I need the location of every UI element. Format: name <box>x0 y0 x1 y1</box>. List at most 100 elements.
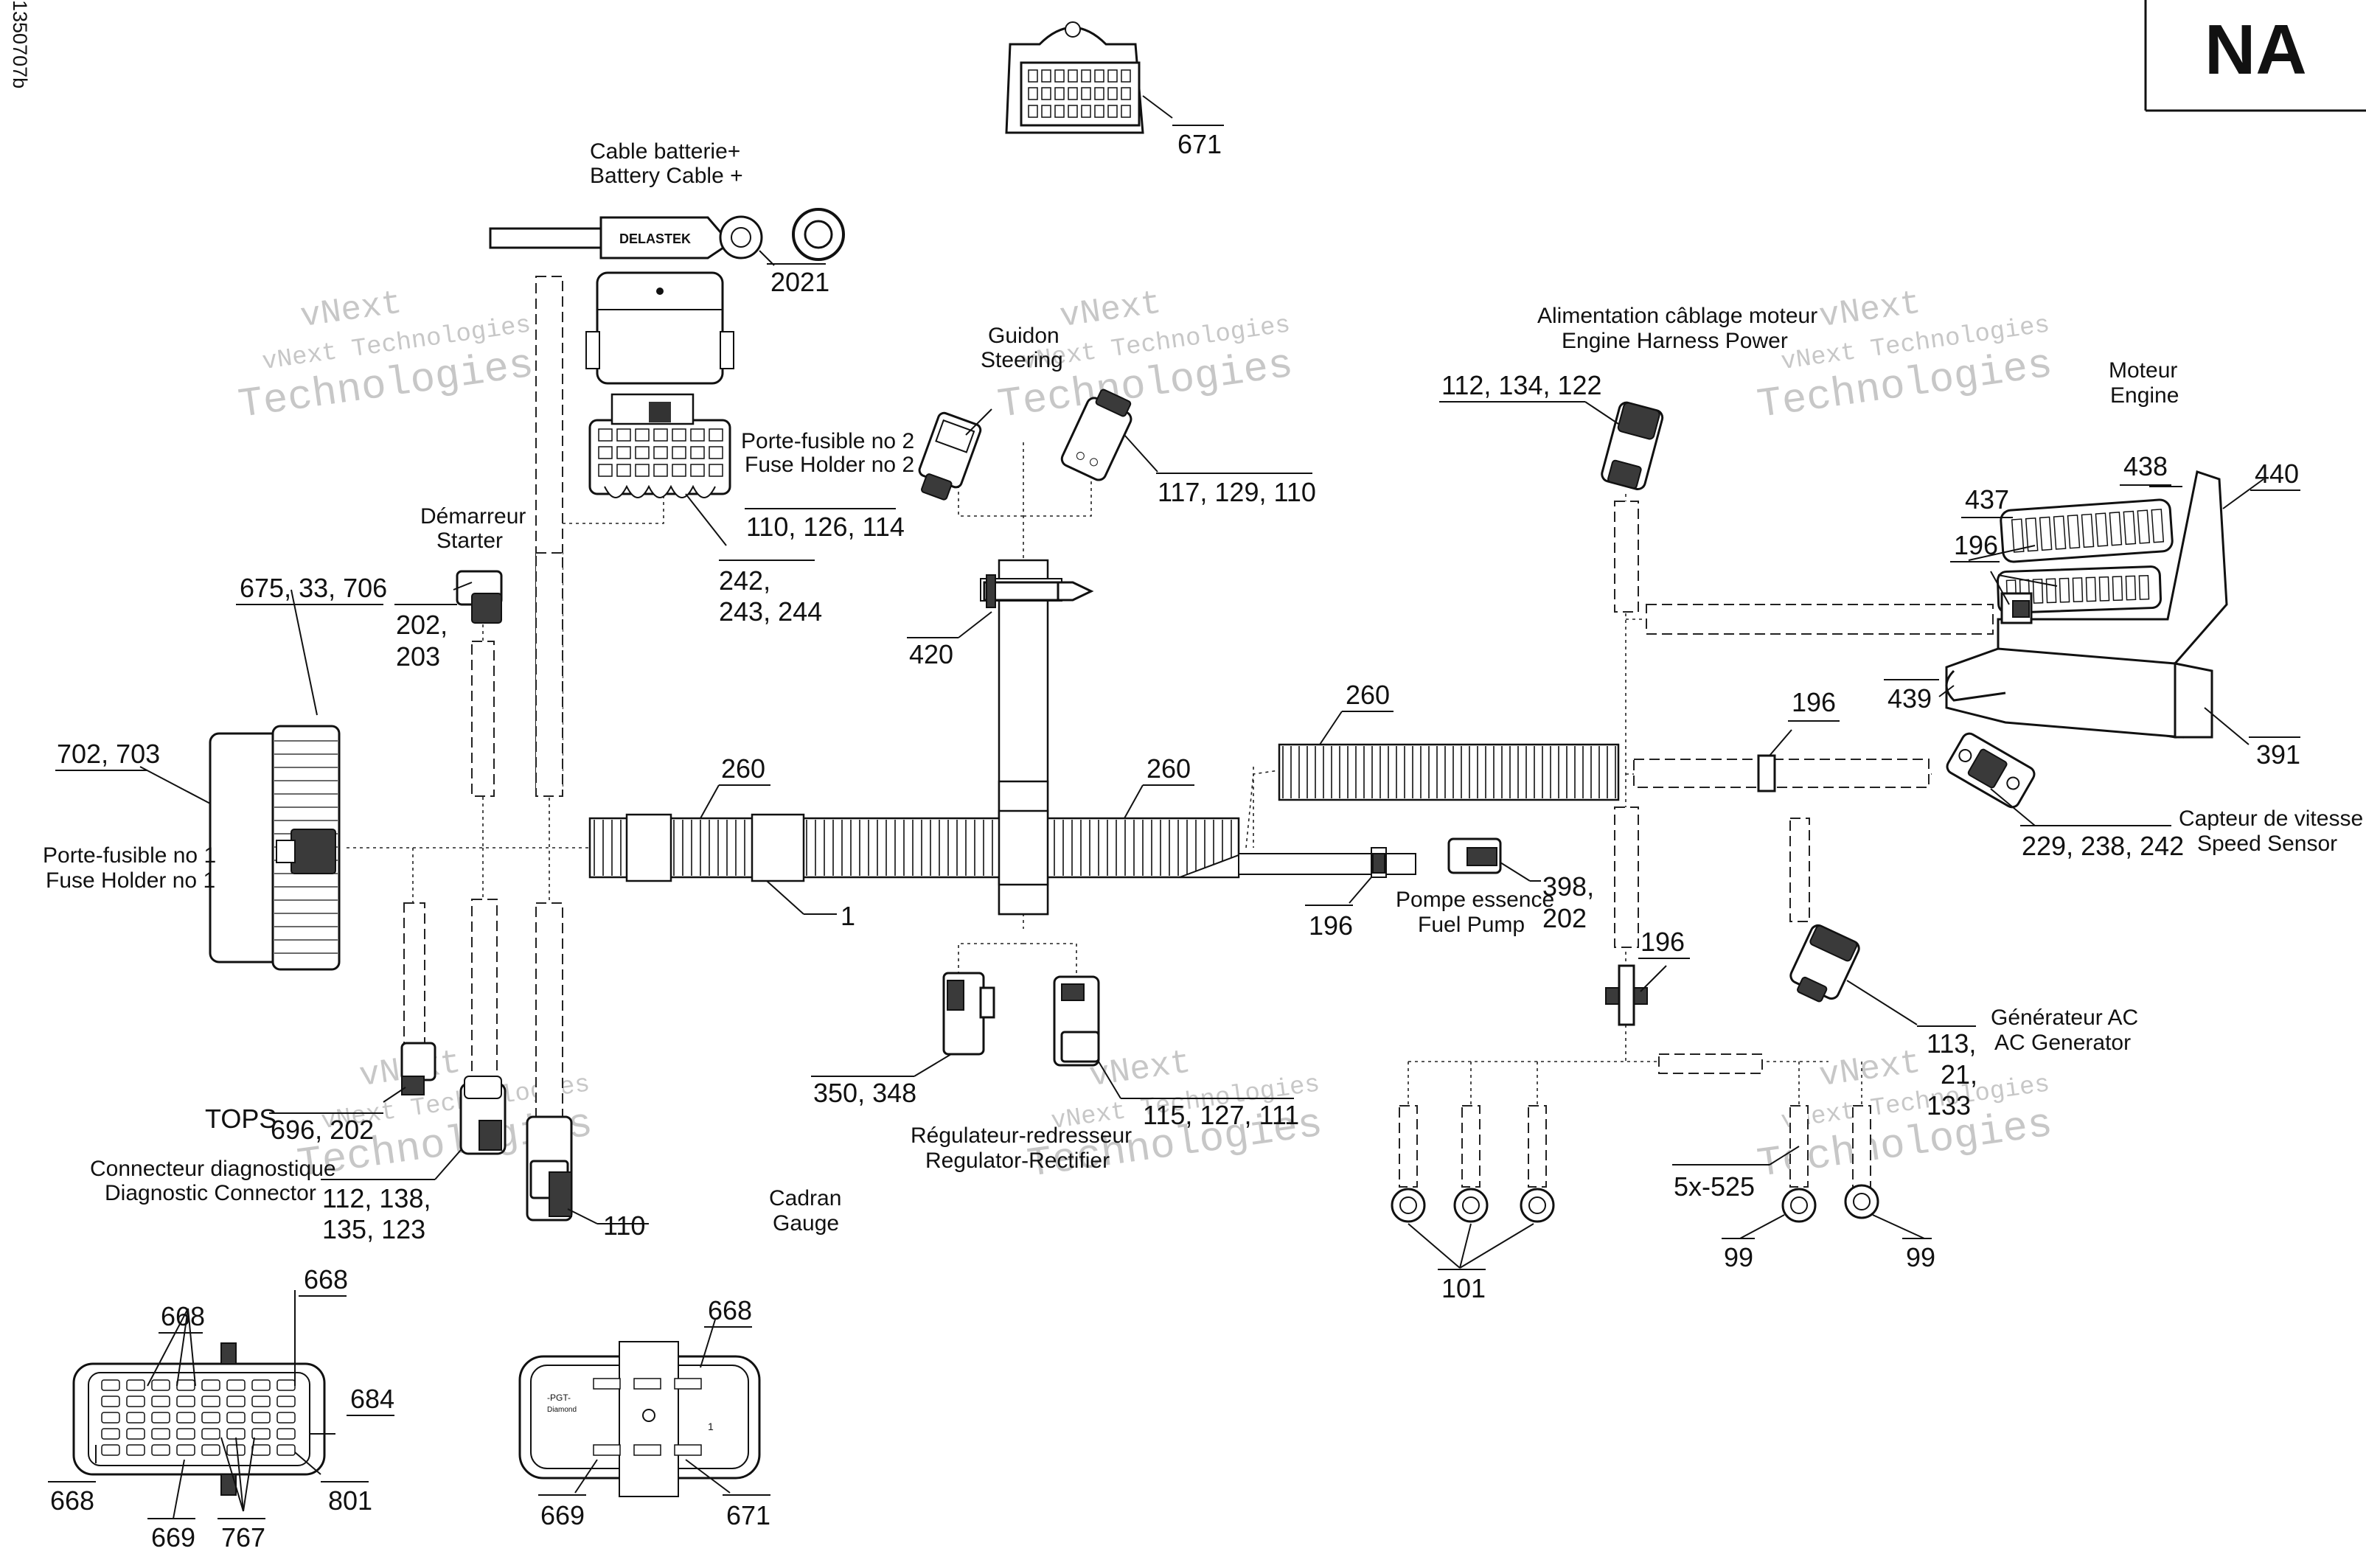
connector-pin <box>2081 513 2095 548</box>
label-fuse-holder1-fr: Porte-fusible no 1 <box>43 843 216 868</box>
part-391: 391 <box>2256 739 2300 770</box>
label-ac-gen-fr: Générateur AC <box>1991 1006 2138 1030</box>
regulator-connector-right <box>1053 975 1121 1099</box>
ring-terminals-99 <box>1739 1184 1925 1239</box>
fuse-slot <box>709 464 723 477</box>
label-steering-fr: Guidon <box>988 324 1060 348</box>
connector-cavity <box>176 1412 195 1424</box>
connector-pin <box>2053 515 2067 550</box>
part-437: 437 <box>1965 484 2009 515</box>
connector-cavity <box>151 1395 170 1407</box>
connector-cavity <box>201 1379 220 1391</box>
label-diag-en: Diagnostic Connector <box>105 1181 316 1205</box>
fuse-slot <box>635 446 650 459</box>
connector-pin <box>1054 105 1065 118</box>
connector-cavity <box>201 1395 220 1407</box>
connector-pin <box>2137 509 2151 544</box>
fuse-slot <box>672 464 686 477</box>
part-767: 767 <box>221 1522 265 1553</box>
connector-pin <box>1121 105 1131 118</box>
connector-cavity <box>176 1428 195 1440</box>
connector-cavity <box>276 1379 296 1391</box>
part-668-b: 668 <box>304 1264 348 1295</box>
connector-pin <box>2032 578 2044 604</box>
connector-cavity <box>276 1412 296 1424</box>
fuse-slot <box>672 428 686 442</box>
fuse-slot <box>635 428 650 442</box>
part-99-b: 99 <box>1906 1242 1935 1272</box>
fuse-slot <box>709 446 723 459</box>
connector-cavity <box>151 1412 170 1424</box>
connector-pin <box>1054 69 1065 83</box>
connector-pin <box>1068 87 1078 100</box>
connector-pin <box>2098 576 2110 602</box>
connector-pin <box>2072 577 2084 603</box>
connector-pin <box>2011 518 2025 553</box>
part-671-bottom: 671 <box>726 1500 770 1530</box>
pgt-print-2: Diamond <box>547 1406 577 1414</box>
connector-pin <box>1094 87 1104 100</box>
corrugated-conduit-left <box>588 809 1240 886</box>
part-668-a: 668 <box>161 1301 205 1331</box>
connector-cavity <box>101 1444 120 1456</box>
connector-cavity <box>251 1379 271 1391</box>
label-fuel-pump-en: Fuel Pump <box>1418 913 1525 937</box>
connector-cavity <box>151 1428 170 1440</box>
connector-pin <box>2025 517 2039 552</box>
fuse-slot <box>653 428 668 442</box>
label-engine-power-fr: Alimentation câblage moteur <box>1537 304 1817 328</box>
connector-pin <box>2067 515 2081 549</box>
part-260-b: 260 <box>1147 753 1191 784</box>
corrugated-conduit-right <box>1245 743 1620 849</box>
connector-cavity <box>126 1428 145 1440</box>
connector-cavity <box>251 1412 271 1424</box>
delastek-print: DELASTEK <box>619 231 691 246</box>
connector-cavity <box>151 1444 170 1456</box>
part-numbers: 671 2021 110, 126, 114 117, 129, 110 112… <box>48 125 2300 1553</box>
connector-pin <box>1041 105 1051 118</box>
part-112-134-122: 112, 134, 122 <box>1441 370 1602 400</box>
clip-196-low <box>1605 964 1667 1026</box>
connector-pin <box>1081 105 1091 118</box>
part-260-c: 260 <box>1346 680 1390 710</box>
part-439: 439 <box>1887 683 1932 714</box>
connector-cavity <box>593 1444 621 1456</box>
part-135-123: 135, 123 <box>322 1214 425 1244</box>
connector-pin <box>1094 69 1104 83</box>
label-starter-fr: Démarreur <box>420 504 526 529</box>
fuse-holder-2 <box>588 393 731 546</box>
part-350-348: 350, 348 <box>813 1078 916 1108</box>
connector-pin <box>2125 575 2137 601</box>
ring-terminals-101 <box>1391 1188 1555 1269</box>
connector-pin <box>1028 69 1038 83</box>
connector-cavity <box>251 1444 271 1456</box>
engine-module <box>1938 470 2264 745</box>
clip-420 <box>958 574 1094 638</box>
label-speed-sensor-en: Speed Sensor <box>2197 832 2337 856</box>
part-702-703: 702, 703 <box>57 739 160 769</box>
battery-cable: DELASTEK <box>489 208 845 266</box>
connector-cavity <box>101 1412 120 1424</box>
label-steering-en: Steering <box>981 348 1063 372</box>
detail-connector-ecu <box>72 1290 335 1519</box>
label-battery-cable-fr: Cable batterie+ <box>590 139 740 164</box>
part-669-b: 669 <box>540 1500 585 1530</box>
part-196-mid: 196 <box>1792 687 1836 717</box>
connector-cavity <box>101 1379 120 1391</box>
ring-terminal-hole <box>1399 1196 1417 1214</box>
connector-cavity <box>151 1379 170 1391</box>
part-675-33-706: 675, 33, 706 <box>240 573 387 603</box>
ac-generator-connector <box>1789 924 1918 1025</box>
watermark-vnext: vNext <box>1057 284 1163 336</box>
connector-cavity <box>251 1395 271 1407</box>
connector-cavity <box>226 1412 246 1424</box>
part-398-202: 202 <box>1542 903 1587 933</box>
pin-one-print: 1 <box>708 1421 714 1432</box>
starter-connector <box>453 570 503 624</box>
sleeve-group <box>403 276 1994 1188</box>
fuse-slot <box>598 464 613 477</box>
part-117-129-110: 117, 129, 110 <box>1158 477 1316 507</box>
connector-pin <box>2109 512 2123 546</box>
watermark-vnext: vNext <box>1817 1043 1923 1095</box>
speed-sensor <box>1946 732 2036 826</box>
